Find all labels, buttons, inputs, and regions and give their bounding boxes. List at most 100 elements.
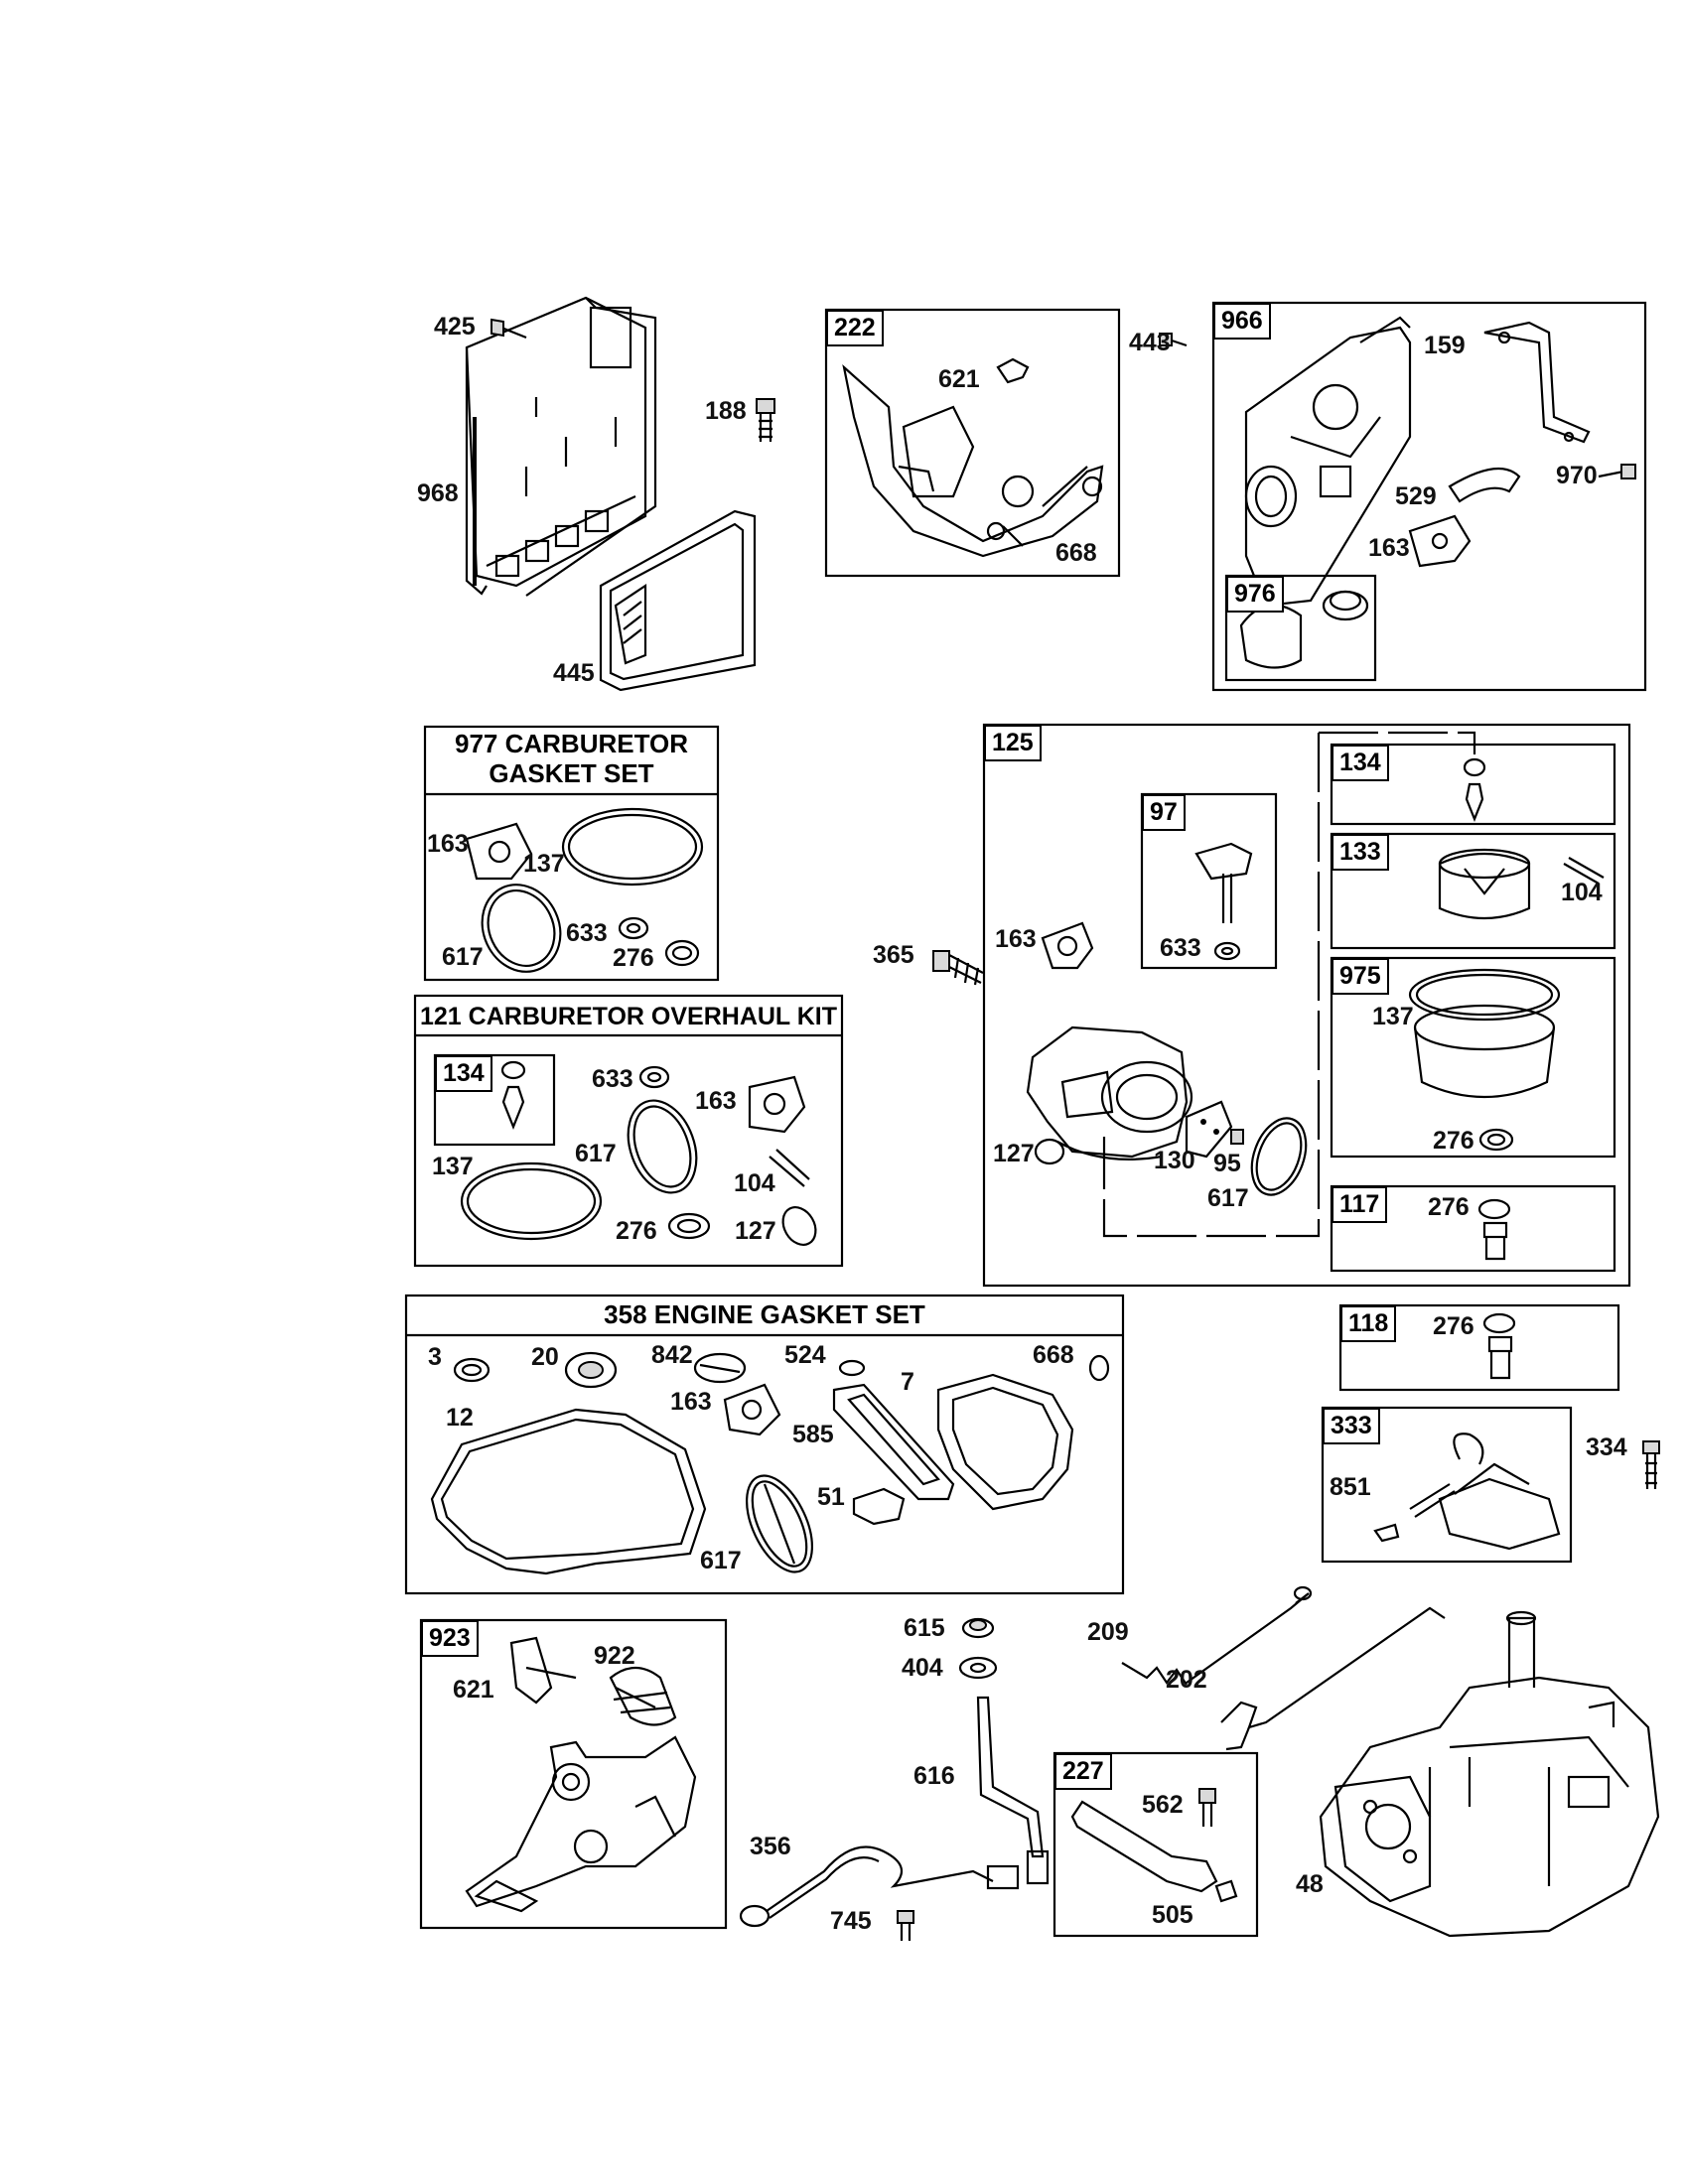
carburetor-125-drawing xyxy=(1026,921,1308,1196)
kit-title-977: 977 CARBURETOR GASKET SET xyxy=(454,729,688,788)
overhaul-kit-121-drawing xyxy=(460,1060,817,1246)
callout-668-top: 668 xyxy=(1055,539,1097,567)
callout-585: 585 xyxy=(792,1421,834,1448)
cylinder-block-48-drawing xyxy=(1319,1610,1660,1938)
gasket-163-top-drawing xyxy=(1408,514,1472,568)
box-tag-975: 975 xyxy=(1332,958,1389,995)
clip-621-drawing xyxy=(996,357,1030,384)
box-tag-117: 117 xyxy=(1332,1186,1388,1223)
callout-163-358: 163 xyxy=(670,1388,712,1416)
callout-616: 616 xyxy=(913,1762,955,1790)
callout-851: 851 xyxy=(1330,1473,1371,1501)
callout-334: 334 xyxy=(1586,1433,1627,1461)
callout-505: 505 xyxy=(1152,1901,1193,1929)
gasket-set-977-drawing xyxy=(465,807,704,973)
callout-617-121: 617 xyxy=(575,1140,617,1167)
callout-137-975: 137 xyxy=(1372,1003,1414,1030)
governor-spring-209-drawing xyxy=(1121,1585,1313,1686)
bracket-159-drawing xyxy=(1483,321,1591,444)
callout-443: 443 xyxy=(1129,329,1171,356)
callout-163-977: 163 xyxy=(427,830,469,858)
air-cleaner-base-drawing xyxy=(465,296,657,597)
bowl-screw-117-drawing xyxy=(1477,1198,1511,1261)
callout-163-121: 163 xyxy=(695,1087,737,1115)
callout-617-977: 617 xyxy=(442,943,484,971)
callout-104-121: 104 xyxy=(734,1169,775,1197)
callout-127-125: 127 xyxy=(993,1140,1035,1167)
box-tag-966: 966 xyxy=(1213,303,1271,340)
screw-365-drawing xyxy=(932,950,984,986)
callout-202: 202 xyxy=(1166,1666,1207,1694)
callout-276-977: 276 xyxy=(613,944,654,972)
callout-12: 12 xyxy=(446,1404,474,1432)
box-tag-118: 118 xyxy=(1340,1305,1397,1342)
callout-276-975: 276 xyxy=(1433,1127,1474,1155)
elbow-529-drawing xyxy=(1448,467,1521,503)
needle-134-drawing xyxy=(1463,757,1486,822)
callout-7: 7 xyxy=(901,1368,914,1396)
callout-130: 130 xyxy=(1154,1147,1195,1174)
callout-404: 404 xyxy=(902,1654,943,1682)
callout-188: 188 xyxy=(705,397,747,425)
callout-621-923: 621 xyxy=(453,1676,494,1704)
governor-link-202-drawing xyxy=(1220,1606,1446,1751)
callout-562: 562 xyxy=(1142,1791,1184,1819)
box-tag-333: 333 xyxy=(1323,1408,1380,1444)
ignition-armature-333-drawing xyxy=(1373,1433,1561,1551)
callout-633-121: 633 xyxy=(592,1065,633,1093)
ground-wire-356-drawing xyxy=(739,1845,1020,1928)
callout-48: 48 xyxy=(1296,1870,1324,1898)
callout-159: 159 xyxy=(1424,332,1466,359)
engine-gasket-set-358-drawing xyxy=(430,1351,1110,1575)
screw-970-drawing xyxy=(1598,464,1636,479)
callout-356: 356 xyxy=(750,1833,791,1860)
callout-617-358: 617 xyxy=(700,1547,742,1574)
box-tag-222: 222 xyxy=(826,310,884,346)
callout-668-358: 668 xyxy=(1033,1341,1074,1369)
screw-443-drawing xyxy=(1159,333,1188,347)
screw-745-drawing xyxy=(897,1910,914,1941)
callout-633-977: 633 xyxy=(566,919,608,947)
callout-529: 529 xyxy=(1395,482,1437,510)
box-tag-125: 125 xyxy=(984,725,1042,761)
callout-163-top: 163 xyxy=(1368,534,1410,562)
callout-95: 95 xyxy=(1213,1150,1241,1177)
screw-188-drawing xyxy=(756,398,775,442)
callout-365: 365 xyxy=(873,941,914,969)
callout-104-133: 104 xyxy=(1561,879,1603,906)
box-tag-227: 227 xyxy=(1054,1753,1112,1790)
callout-3: 3 xyxy=(428,1343,442,1371)
box-tag-923: 923 xyxy=(421,1620,479,1657)
kit-title-121: 121 CARBURETOR OVERHAUL KIT xyxy=(420,1003,837,1030)
box-tag-134: 134 xyxy=(1332,745,1389,781)
callout-615: 615 xyxy=(904,1614,945,1642)
callout-621-top: 621 xyxy=(938,365,980,393)
float-133-drawing xyxy=(1438,848,1605,920)
callout-425: 425 xyxy=(434,313,476,341)
callout-276-118: 276 xyxy=(1433,1312,1474,1340)
callout-745: 745 xyxy=(830,1907,872,1935)
callout-209: 209 xyxy=(1087,1618,1129,1646)
screw-334-drawing xyxy=(1642,1440,1660,1489)
callout-137-977: 137 xyxy=(523,850,565,878)
box-tag-134-kit: 134 xyxy=(435,1055,492,1092)
brake-227-drawing xyxy=(1070,1788,1238,1903)
governor-bracket-drawing xyxy=(842,363,1104,558)
callout-163-125: 163 xyxy=(995,925,1037,953)
kit-title-358: 358 ENGINE GASKET SET xyxy=(604,1299,925,1329)
callout-633-97: 633 xyxy=(1160,934,1201,962)
bowl-screw-118-drawing xyxy=(1482,1312,1516,1380)
callout-968: 968 xyxy=(417,479,459,507)
choke-shaft-97-drawing xyxy=(1194,842,1253,961)
callout-445: 445 xyxy=(553,659,595,687)
callout-842: 842 xyxy=(651,1341,693,1369)
box-tag-133: 133 xyxy=(1332,834,1389,871)
float-bowl-975-drawing xyxy=(1408,968,1561,1152)
callout-51: 51 xyxy=(817,1483,845,1511)
callout-276-117: 276 xyxy=(1428,1193,1470,1221)
callout-922: 922 xyxy=(594,1642,635,1670)
callout-970: 970 xyxy=(1556,462,1598,489)
callout-127-121: 127 xyxy=(735,1217,776,1245)
